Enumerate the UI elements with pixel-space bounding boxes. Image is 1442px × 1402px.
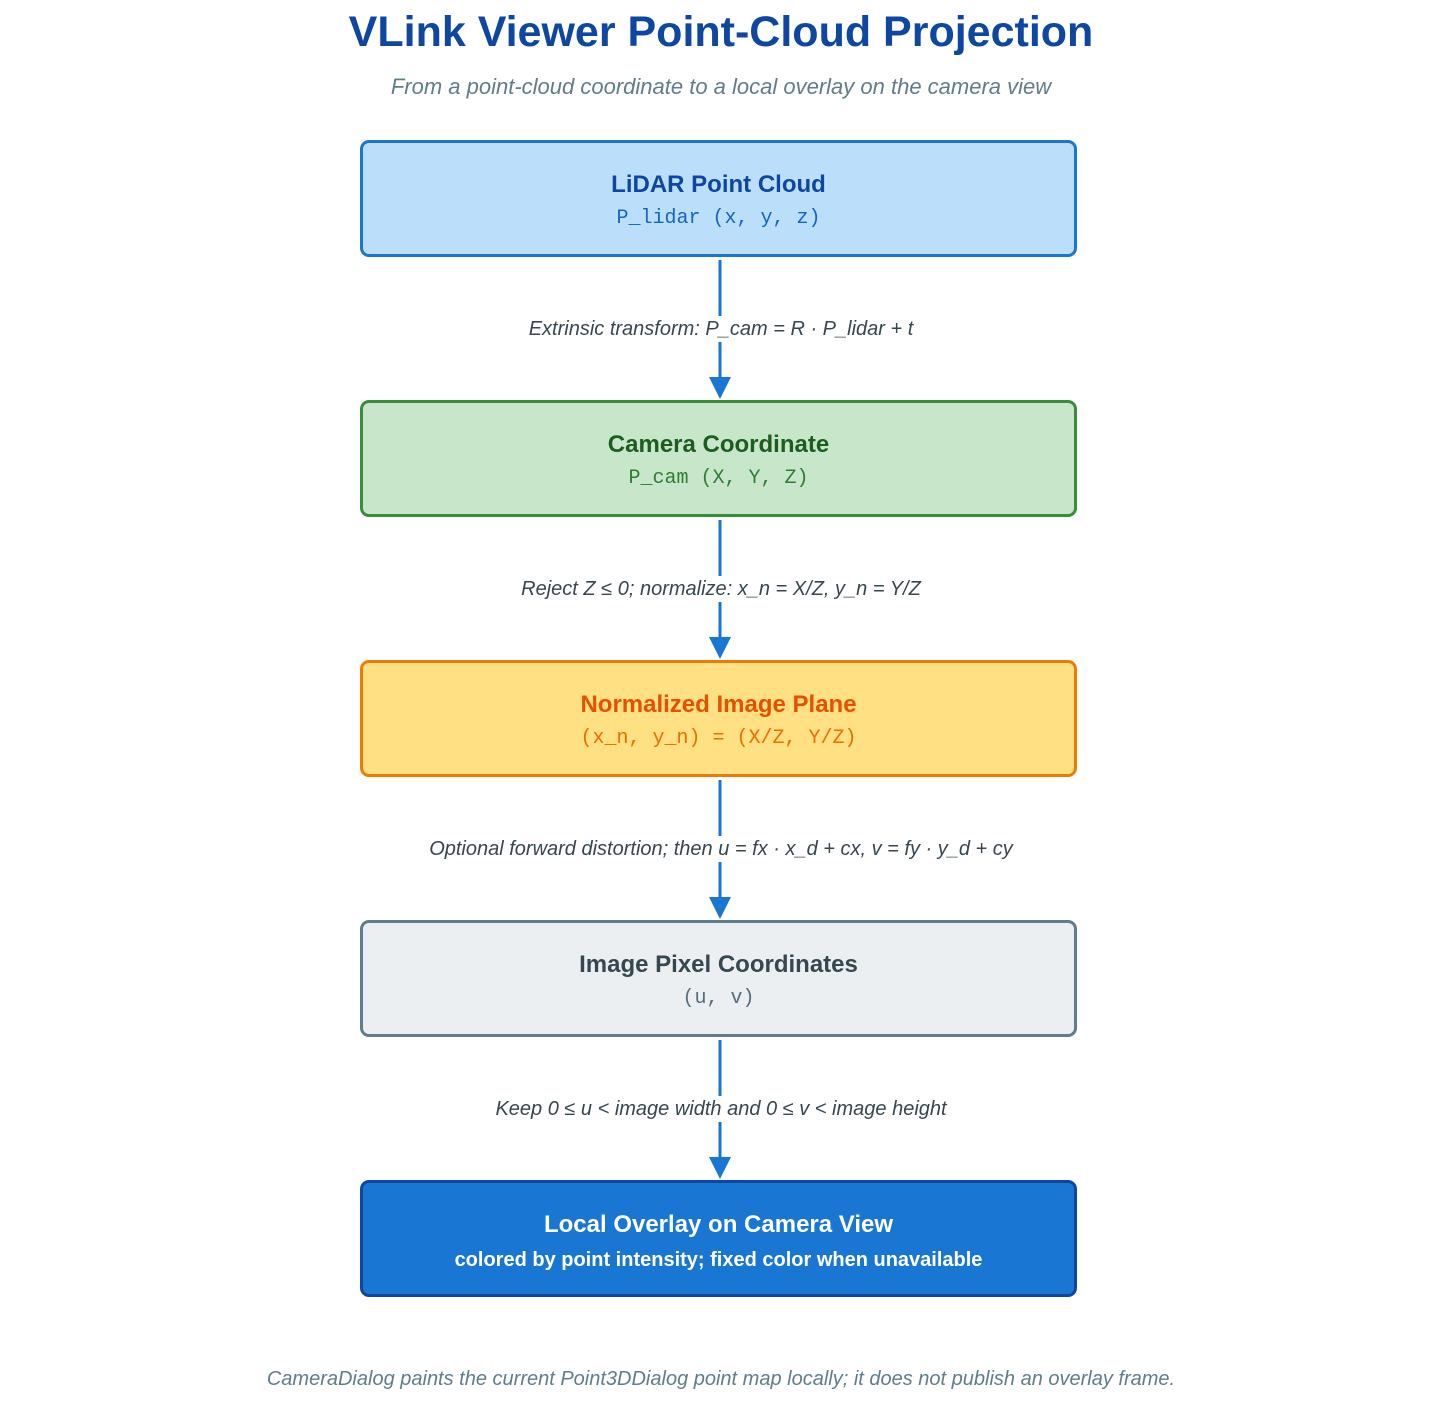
node-subtitle: P_cam (X, Y, Z) bbox=[628, 467, 809, 490]
node-subtitle: colored by point intensity; fixed color … bbox=[454, 1249, 983, 1271]
diagram-subtitle: From a point-cloud coordinate to a local… bbox=[390, 74, 1052, 99]
edge-label-distortion: Optional forward distortion; then u = fx… bbox=[0, 836, 1442, 862]
node-camera-coordinate: Camera Coordinate P_cam (X, Y, Z) bbox=[360, 400, 1077, 517]
node-title: Local Overlay on Camera View bbox=[543, 1211, 894, 1238]
node-normalized-image-plane: Normalized Image Plane (x_n, y_n) = (X/Z… bbox=[360, 660, 1077, 777]
diagram-title: VLink Viewer Point-Cloud Projection bbox=[348, 8, 1094, 56]
node-subtitle: (u, v) bbox=[682, 987, 755, 1010]
edge-label-text: Optional forward distortion; then u = fx… bbox=[425, 836, 1017, 862]
node-title: Image Pixel Coordinates bbox=[579, 951, 858, 978]
edge-label-text: Reject Z ≤ 0; normalize: x_n = X/Z, y_n … bbox=[517, 576, 925, 602]
node-subtitle: (x_n, y_n) = (X/Z, Y/Z) bbox=[580, 727, 857, 750]
node-title: Camera Coordinate bbox=[607, 431, 830, 458]
node-title: Normalized Image Plane bbox=[580, 691, 857, 718]
node-lidar-point-cloud: LiDAR Point Cloud P_lidar (x, y, z) bbox=[360, 140, 1077, 257]
edge-label-normalize: Reject Z ≤ 0; normalize: x_n = X/Z, y_n … bbox=[0, 576, 1442, 602]
footer-note: CameraDialog paints the current Point3DD… bbox=[266, 1368, 1176, 1390]
edge-label-text: Extrinsic transform: P_cam = R · P_lidar… bbox=[524, 316, 918, 342]
node-image-pixel-coordinates: Image Pixel Coordinates (u, v) bbox=[360, 920, 1077, 1037]
node-local-overlay: Local Overlay on Camera View colored by … bbox=[360, 1180, 1077, 1297]
edge-label-text: Keep 0 ≤ u < image width and 0 ≤ v < ima… bbox=[491, 1096, 951, 1122]
edge-label-extrinsic: Extrinsic transform: P_cam = R · P_lidar… bbox=[0, 316, 1442, 342]
node-subtitle: P_lidar (x, y, z) bbox=[616, 207, 821, 230]
edge-label-bounds: Keep 0 ≤ u < image width and 0 ≤ v < ima… bbox=[0, 1096, 1442, 1122]
node-title: LiDAR Point Cloud bbox=[611, 171, 826, 198]
